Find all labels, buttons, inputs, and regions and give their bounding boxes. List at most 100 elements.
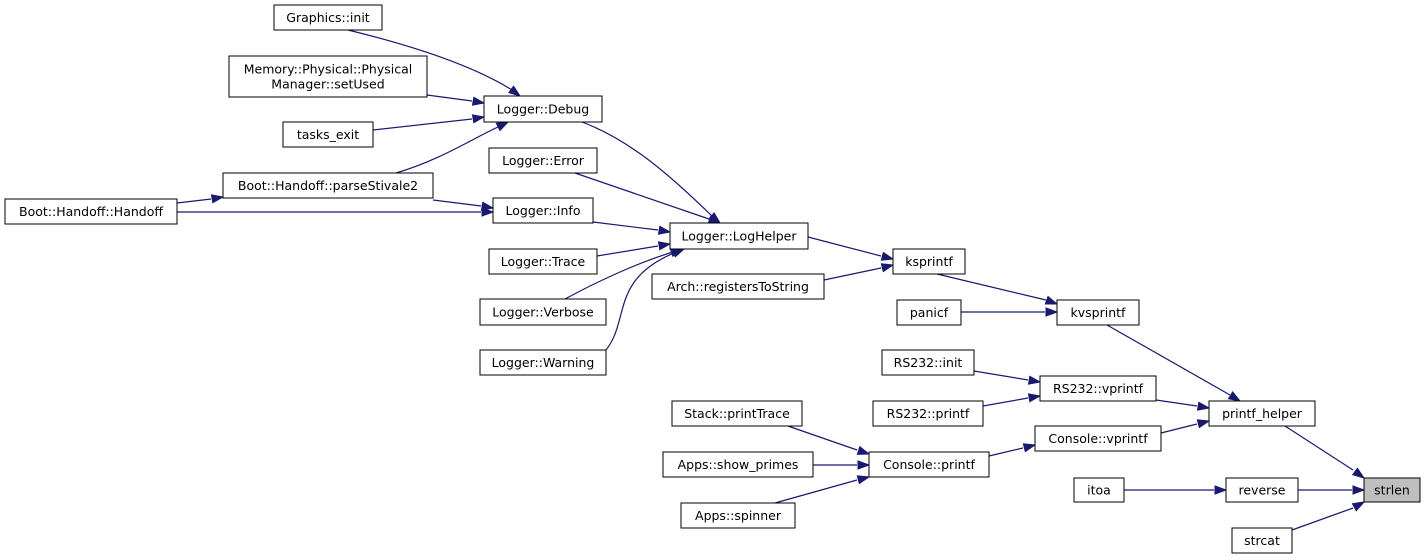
node-logger_verbose[interactable]: Logger::Verbose [479,298,607,326]
arrowhead [495,121,510,132]
node-box [1034,425,1162,452]
edge-logger_info-to-logger_loghelper [592,221,672,235]
edge-line [176,198,212,204]
node-rs232_init[interactable]: RS232::init [881,349,975,376]
node-apps_spinner[interactable]: Apps::spinner [680,502,796,529]
node-box [1231,527,1293,554]
node-strlen[interactable]: strlen [1363,477,1421,503]
arrowhead [1196,419,1211,429]
node-logger_trace[interactable]: Logger::Trace [488,248,598,275]
arrowhead [857,460,871,470]
node-stack_printtrace[interactable]: Stack::printTrace [671,400,803,427]
node-box [282,121,374,148]
edge-line [574,172,710,220]
edge-line [973,370,1029,381]
node-box [1363,477,1421,503]
node-box [680,502,796,529]
arrowhead [1045,307,1059,317]
arrowhead [481,207,495,217]
node-logger_debug[interactable]: Logger::Debug [483,95,603,123]
arrowhead [1351,467,1366,479]
node-panicf[interactable]: panicf [896,299,962,326]
node-tasks_exit[interactable]: tasks_exit [282,121,374,148]
node-label: Manager::setUsed [271,77,384,92]
edge-boot_handoff-to-logger_info [177,207,495,217]
node-reverse[interactable]: reverse [1225,477,1299,503]
edge-graphics_init-to-logger_debug [347,29,522,97]
arrowhead [1227,391,1242,402]
node-strcat[interactable]: strcat [1231,527,1293,554]
node-label: Apps::spinner [695,508,782,523]
node-label: strlen [1374,483,1410,498]
edge-line [823,267,882,281]
node-label: itoa [1087,483,1111,498]
node-label: Logger::Info [506,203,581,218]
node-box [273,4,383,31]
node-label: Logger::Warning [492,355,595,370]
node-label: RS232::vprintf [1053,381,1144,396]
node-logger_loghelper[interactable]: Logger::LogHelper [669,222,809,250]
edge-line [372,118,473,131]
node-box [669,222,809,250]
edge-memory_setused-to-logger_debug [426,94,486,106]
node-box [1208,400,1316,427]
node-box [483,95,603,123]
edge-apps_show_primes-to-console_printf [813,460,871,470]
arrowhead [1044,295,1059,305]
node-label: Apps::show_primes [678,457,799,472]
node-boot_parsestivale2[interactable]: Boot::Handoff::parseStivale2 [222,172,434,199]
arrowhead [1022,443,1037,453]
edge-line [596,245,659,257]
node-logger_warning[interactable]: Logger::Warning [479,349,607,376]
edge-kvsprintf-to-printf_helper [1106,324,1242,402]
edge-line [1106,324,1231,396]
node-rs232_vprintf[interactable]: RS232::vprintf [1039,375,1157,402]
edge-arch_registerstostring-to-ksprintf [823,263,895,281]
edge-logger_error-to-logger_loghelper [574,172,722,224]
edges-layer [176,29,1366,531]
node-label: ksprintf [905,254,953,269]
node-itoa[interactable]: itoa [1073,477,1125,503]
node-console_printf[interactable]: Console::printf [868,451,990,478]
edge-line [395,126,499,174]
node-ksprintf[interactable]: ksprintf [892,248,966,275]
arrowhead [1027,393,1042,403]
node-logger_info[interactable]: Logger::Info [492,197,594,224]
node-box [479,349,607,376]
edge-boot_handoff-to-boot_parsestivale2 [176,194,225,204]
node-label: Logger::Debug [497,102,589,117]
edge-console_vprintf-to-printf_helper [1160,419,1211,434]
edge-ksprintf-to-kvsprintf [936,273,1059,305]
node-box [1073,477,1125,503]
edge-logger_warning-to-logger_loghelper [605,248,686,351]
edge-logger_loghelper-to-ksprintf [807,236,895,261]
edge-line [982,397,1029,407]
node-label: strcat [1244,533,1280,548]
edge-line [581,121,715,219]
node-boot_handoff[interactable]: Boot::Handoff::Handoff [4,198,178,225]
edge-line [774,479,858,504]
node-label: RS232::printf [887,406,970,421]
edge-console_printf-to-console_vprintf [988,443,1037,457]
node-printf_helper[interactable]: printf_helper [1208,400,1316,427]
node-logger_error[interactable]: Logger::Error [488,147,598,174]
node-box [868,451,990,478]
arrowhead [471,96,486,106]
edge-line [936,273,1047,301]
node-console_vprintf[interactable]: Console::vprintf [1034,425,1162,452]
arrowhead [210,194,225,204]
edge-reverse-to-strlen [1298,485,1366,495]
node-box [1056,299,1140,326]
node-apps_show_primes[interactable]: Apps::show_primes [662,451,814,478]
arrowhead [657,225,672,235]
edge-strcat-to-strlen [1291,501,1366,531]
node-rs232_printf[interactable]: RS232::printf [872,400,984,427]
node-arch_registerstostring[interactable]: Arch::registersToString [651,273,825,300]
node-label: Logger::Trace [501,254,586,269]
node-memory_setused[interactable]: Memory::Physical::PhysicalManager::setUs… [228,55,428,98]
arrowhead [1196,401,1211,411]
node-kvsprintf[interactable]: kvsprintf [1056,299,1140,326]
arrowhead [1352,485,1366,495]
arrowhead [1027,375,1042,385]
node-graphics_init[interactable]: Graphics::init [273,4,383,31]
